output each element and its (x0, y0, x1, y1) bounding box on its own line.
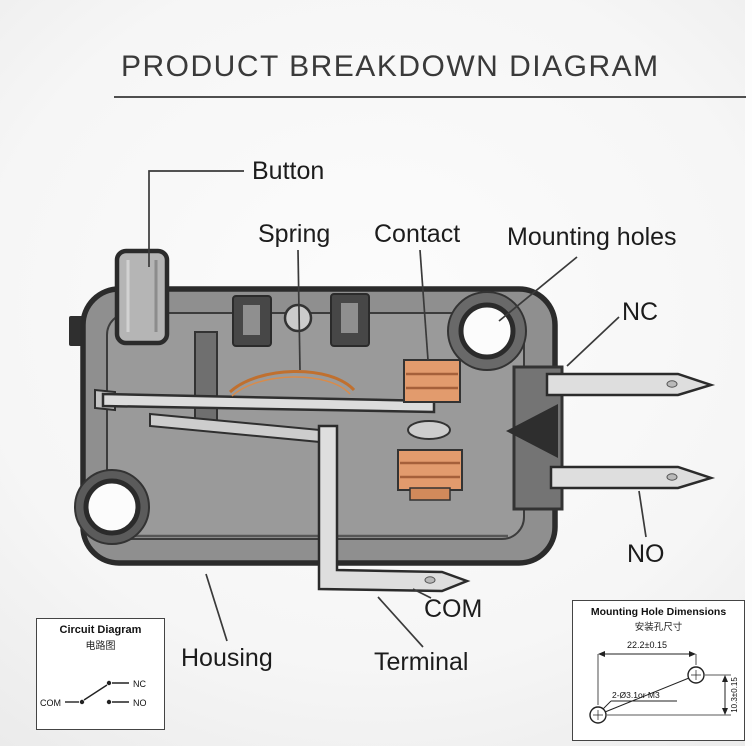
label-contact: Contact (374, 220, 461, 248)
dim-arrow-left (598, 651, 605, 657)
com-node (79, 699, 85, 705)
right-edge-strip (745, 0, 752, 746)
dim-arrow-down (722, 708, 728, 715)
terminal-com-shape (317, 424, 471, 593)
label-com: COM (424, 595, 483, 623)
dim-arrow-up (722, 675, 728, 682)
no-node (106, 699, 112, 705)
label-button: Button (252, 157, 325, 185)
label-nc: NC (622, 298, 659, 326)
vertical-dimension-text: 10.3±0.15 (730, 677, 739, 713)
nc-node (106, 680, 112, 686)
lever-arm-shape (94, 388, 436, 444)
mounting-hole-top-right (447, 291, 527, 371)
circuit-inset-title: Circuit Diagram (59, 624, 142, 636)
leader-lines (148, 170, 647, 648)
circuit-diagram-inset: Circuit Diagram 电路图 COM NC NO (36, 618, 165, 730)
circuit-inset-subtitle: 电路图 (85, 641, 116, 652)
terminal-nc-shape (545, 372, 716, 397)
upper-contact-shape (403, 359, 461, 440)
dimension-drawing: 22.2±0.15 2-Ø3.1or M3 10.3±0.15 (589, 640, 739, 724)
label-spring: Spring (258, 220, 331, 248)
mounting-hole-bottom-left (74, 469, 150, 545)
dim-hole-top-right (687, 666, 705, 684)
dim-arrow-right (689, 651, 696, 657)
circuit-nc-label: NC (133, 679, 146, 689)
label-housing: Housing (181, 644, 273, 672)
circuit-no-label: NO (133, 698, 147, 708)
lower-contact-shape (397, 449, 463, 501)
terminal-no-shape (549, 465, 716, 490)
circuit-schematic: COM NC NO (40, 679, 147, 708)
actuator-button-shape (114, 248, 170, 346)
dims-inset-subtitle: 安装孔尺寸 (634, 622, 683, 633)
page-title: PRODUCT BREAKDOWN DIAGRAM (121, 50, 660, 83)
hole-spec-text: 2-Ø3.1or M3 (612, 690, 660, 700)
mounting-dimensions-inset: Mounting Hole Dimensions 安装孔尺寸 (572, 600, 745, 741)
label-mounting-holes: Mounting holes (507, 223, 677, 251)
circuit-com-label: COM (40, 698, 61, 708)
horizontal-dimension-text: 22.2±0.15 (627, 640, 667, 650)
dims-inset-title: Mounting Hole Dimensions (590, 606, 727, 618)
title-underline (114, 96, 746, 98)
label-terminal: Terminal (374, 648, 469, 676)
label-no: NO (627, 540, 665, 568)
spring-wire-shape (228, 370, 356, 397)
dim-hole-bottom-left (589, 706, 607, 724)
